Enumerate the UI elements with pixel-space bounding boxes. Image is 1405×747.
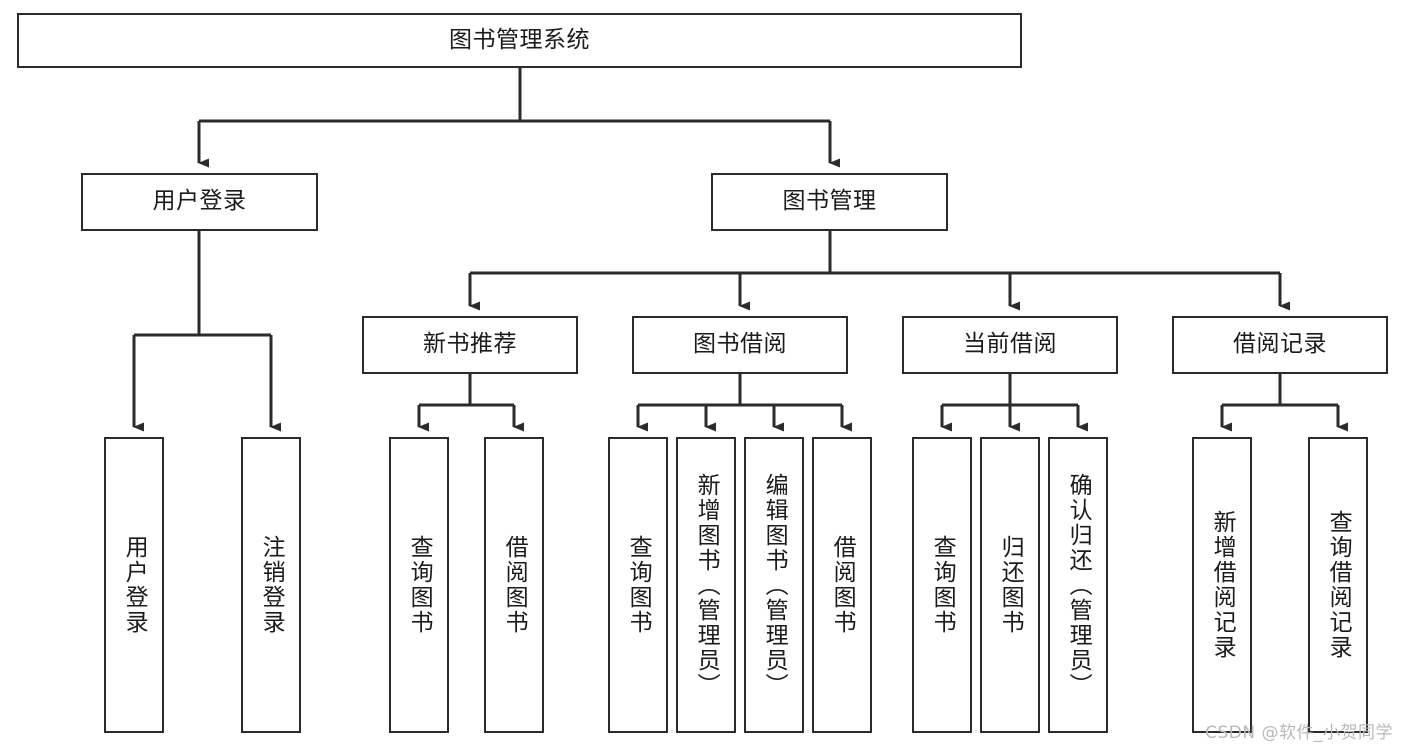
node-label: 查询借阅记录 bbox=[1325, 510, 1352, 660]
node-label: 借阅图书 bbox=[829, 535, 856, 635]
leaf-return-book[interactable]: 归还图书 bbox=[980, 437, 1040, 733]
node-label: 编辑图书（管理员） bbox=[761, 472, 788, 698]
csdn-watermark: CSDN @软件_小贺同学 bbox=[1205, 723, 1393, 743]
leaf-logout[interactable]: 注销登录 bbox=[241, 437, 301, 733]
node-book-management[interactable]: 图书管理 bbox=[711, 173, 948, 231]
leaf-add-book-admin[interactable]: 新增图书（管理员） bbox=[676, 437, 736, 733]
node-label: 注销登录 bbox=[258, 535, 285, 635]
node-label: 查询图书 bbox=[406, 535, 433, 635]
leaf-borrow-book[interactable]: 借阅图书 bbox=[812, 437, 872, 733]
node-label: 图书管理系统 bbox=[449, 26, 590, 53]
leaf-new-book-query[interactable]: 查询图书 bbox=[389, 437, 449, 733]
node-label: 查询图书 bbox=[929, 535, 956, 635]
leaf-edit-book-admin[interactable]: 编辑图书（管理员） bbox=[744, 437, 804, 733]
node-label: 图书管理 bbox=[782, 188, 877, 215]
node-root-book-management-system[interactable]: 图书管理系统 bbox=[17, 13, 1022, 68]
node-user-login[interactable]: 用户登录 bbox=[81, 173, 318, 231]
node-new-book-recommend[interactable]: 新书推荐 bbox=[362, 316, 578, 374]
node-label: 新书推荐 bbox=[423, 331, 517, 358]
node-label: 归还图书 bbox=[997, 535, 1024, 635]
node-label: 查询图书 bbox=[625, 535, 652, 635]
node-label: 新增借阅记录 bbox=[1209, 510, 1236, 660]
leaf-borrow-query-book[interactable]: 查询图书 bbox=[608, 437, 668, 733]
node-label: 借阅图书 bbox=[501, 535, 528, 635]
node-label: 确认归还（管理员） bbox=[1065, 472, 1092, 698]
leaf-new-book-borrow[interactable]: 借阅图书 bbox=[484, 437, 544, 733]
leaf-add-borrow-record[interactable]: 新增借阅记录 bbox=[1192, 437, 1252, 733]
node-label: 用户登录 bbox=[121, 535, 148, 635]
leaf-current-query-book[interactable]: 查询图书 bbox=[912, 437, 972, 733]
node-book-borrow[interactable]: 图书借阅 bbox=[632, 316, 848, 374]
node-label: 新增图书（管理员） bbox=[693, 472, 720, 698]
node-label: 借阅记录 bbox=[1233, 331, 1327, 358]
leaf-query-borrow-record[interactable]: 查询借阅记录 bbox=[1308, 437, 1368, 733]
node-current-borrow[interactable]: 当前借阅 bbox=[902, 316, 1118, 374]
leaf-confirm-return-admin[interactable]: 确认归还（管理员） bbox=[1048, 437, 1108, 733]
node-label: 用户登录 bbox=[152, 188, 247, 215]
leaf-user-login[interactable]: 用户登录 bbox=[104, 437, 164, 733]
node-label: 当前借阅 bbox=[963, 331, 1057, 358]
node-borrow-record[interactable]: 借阅记录 bbox=[1172, 316, 1388, 374]
node-label: 图书借阅 bbox=[693, 331, 787, 358]
